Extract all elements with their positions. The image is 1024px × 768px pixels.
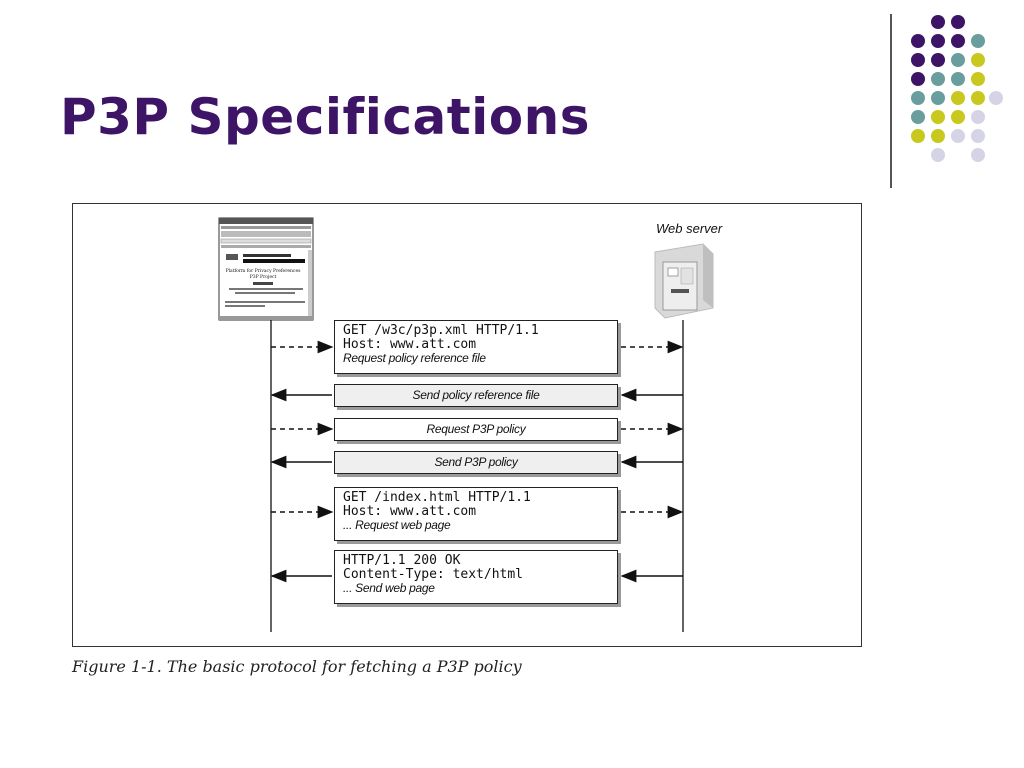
protocol-figure: Platform for Privacy Preferences P3P Pro… xyxy=(72,203,862,647)
message-box-3: Request P3P policy xyxy=(334,418,618,441)
message-box-1: GET /w3c/p3p.xml HTTP/1.1 Host: www.att.… xyxy=(334,320,618,374)
slide-title: P3P Specifications xyxy=(60,88,590,146)
decorative-dot-grid xyxy=(911,15,1003,162)
message-2-label: Send policy reference file xyxy=(412,388,540,402)
figure-caption: Figure 1-1. The basic protocol for fetch… xyxy=(72,657,522,676)
decorative-dot xyxy=(931,53,945,67)
decorative-dot xyxy=(951,129,965,143)
browser-page-heading: Platform for Privacy Preferences xyxy=(226,268,302,274)
decorative-dot xyxy=(911,34,925,48)
decorative-dot xyxy=(951,91,965,105)
message-6-line-3: ... Send web page xyxy=(343,581,435,595)
message-box-6: HTTP/1.1 200 OK Content-Type: text/html … xyxy=(334,550,618,604)
decorative-dot xyxy=(971,129,985,143)
protocol-diagram-svg: Platform for Privacy Preferences P3P Pro… xyxy=(218,217,723,632)
decorative-dot xyxy=(951,15,965,29)
decorative-dot xyxy=(931,129,945,143)
message-box-5: GET /index.html HTTP/1.1 Host: www.att.c… xyxy=(334,487,618,541)
message-1-line-3: Request policy reference file xyxy=(343,351,486,365)
decorative-dot xyxy=(971,72,985,86)
message-5-line-2: Host: www.att.com xyxy=(343,504,477,519)
decorative-dot xyxy=(971,148,985,162)
decorative-dot xyxy=(911,72,925,86)
message-1-line-1: GET /w3c/p3p.xml HTTP/1.1 xyxy=(343,323,539,338)
message-3-label: Request P3P policy xyxy=(426,422,526,436)
message-box-2: Send policy reference file xyxy=(334,384,618,407)
decorative-dot xyxy=(971,53,985,67)
message-5-line-1: GET /index.html HTTP/1.1 xyxy=(343,490,531,505)
decorative-dot xyxy=(989,91,1003,105)
decorative-dot xyxy=(951,53,965,67)
message-5-line-3: ... Request web page xyxy=(343,518,451,532)
message-1-line-2: Host: www.att.com xyxy=(343,337,477,352)
decorative-dot xyxy=(931,91,945,105)
message-6-line-1: HTTP/1.1 200 OK xyxy=(343,553,461,568)
message-6-line-2: Content-Type: text/html xyxy=(343,567,524,582)
web-server-icon xyxy=(654,243,714,319)
decorative-dot xyxy=(931,34,945,48)
message-4-label: Send P3P policy xyxy=(434,455,518,469)
browser-page-subheading: P3P Project xyxy=(250,274,277,280)
browser-window-icon: Platform for Privacy Preferences P3P Pro… xyxy=(218,217,314,321)
decorative-dot xyxy=(951,72,965,86)
decorative-dot xyxy=(951,110,965,124)
decorative-dot xyxy=(931,148,945,162)
decorative-dot xyxy=(971,91,985,105)
decorative-dot xyxy=(911,91,925,105)
decorative-dot xyxy=(931,110,945,124)
decorative-dot xyxy=(911,129,925,143)
decorative-dot xyxy=(931,72,945,86)
decorative-dot xyxy=(911,110,925,124)
decorative-dot xyxy=(911,53,925,67)
decorative-dot xyxy=(971,34,985,48)
decorative-dot xyxy=(951,34,965,48)
title-divider xyxy=(890,14,892,188)
decorative-dot xyxy=(931,15,945,29)
message-box-4: Send P3P policy xyxy=(334,451,618,474)
server-label: Web server xyxy=(656,221,723,236)
decorative-dot xyxy=(971,110,985,124)
